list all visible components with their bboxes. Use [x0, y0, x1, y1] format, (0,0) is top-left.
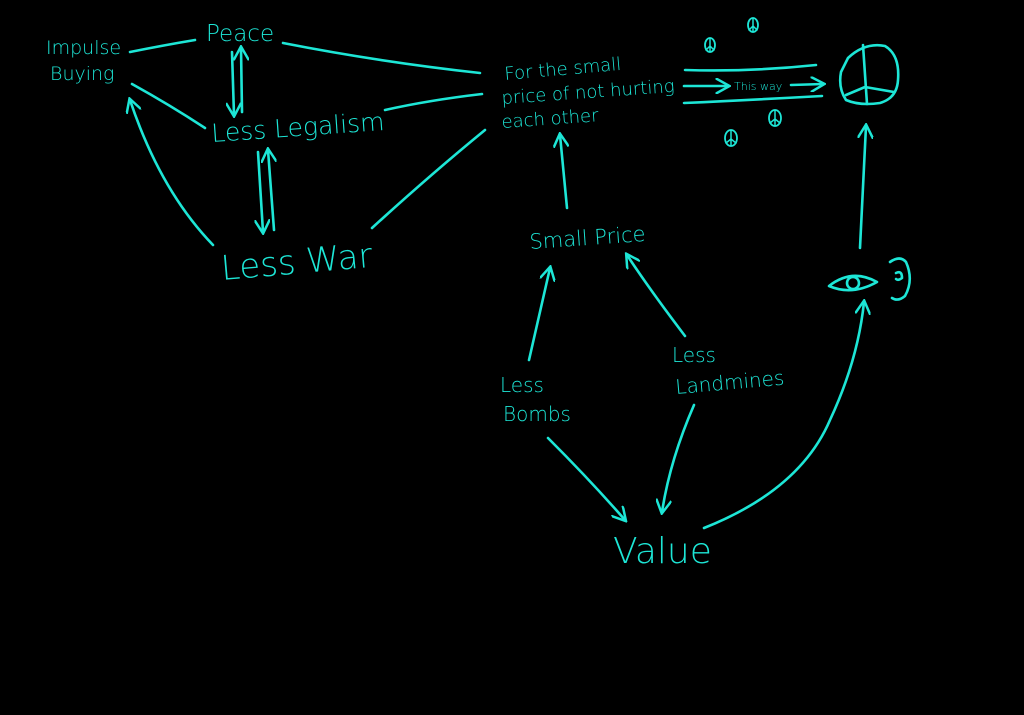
eye-icon — [827, 274, 879, 292]
line-peace-price — [281, 41, 482, 75]
lane-top — [683, 63, 818, 72]
node-less-bombs-line1: Less — [500, 373, 544, 397]
line-legalism-price — [383, 92, 484, 112]
node-less-landmines-line1: Less — [672, 343, 716, 367]
arrow-war-impulse — [130, 100, 215, 247]
arrow-legalism-war — [258, 150, 263, 232]
arrow-senses-peace — [860, 126, 866, 250]
node-less-bombs-line2: Bombs — [503, 402, 571, 426]
node-value: Value — [613, 531, 712, 572]
lane-bottom — [682, 94, 824, 105]
ear-icon — [888, 257, 912, 301]
node-impulse-buying-line1: Impulse — [46, 37, 121, 59]
line-war-price — [370, 128, 487, 230]
arrow-landmines-smallprice — [627, 255, 687, 338]
node-less-landmines-line2: Landmines — [674, 366, 785, 399]
arrow-smallprice-price — [560, 135, 567, 210]
node-less-legalism: Less Legalism — [210, 107, 385, 148]
peace-sign-icon — [768, 109, 782, 127]
arrow-peace-legalism — [232, 50, 234, 115]
arrow-value-senses — [702, 302, 864, 530]
this-way-label: This way — [734, 80, 782, 93]
arrow-bombs-value — [546, 436, 625, 520]
arrow-legalism-peace — [241, 48, 242, 114]
node-small-price: Small Price — [529, 222, 647, 254]
peace-sign-icon — [838, 43, 900, 106]
peace-sign-icon — [724, 129, 738, 147]
node-peace: Peace — [206, 21, 274, 47]
peace-sign-icon — [704, 37, 716, 53]
lane-arrow-right — [789, 84, 823, 85]
node-price-line3: each other — [501, 105, 600, 133]
line-impulse-peace — [128, 38, 197, 54]
node-less-war: Less War — [219, 236, 374, 289]
node-impulse-buying-line2: Buying — [50, 63, 114, 85]
arrow-bombs-smallprice — [527, 268, 550, 362]
arrow-war-legalism — [268, 150, 274, 232]
line-impulse-legalism — [130, 82, 207, 130]
peace-sign-icon — [747, 17, 759, 33]
arrow-landmines-value — [662, 403, 696, 512]
